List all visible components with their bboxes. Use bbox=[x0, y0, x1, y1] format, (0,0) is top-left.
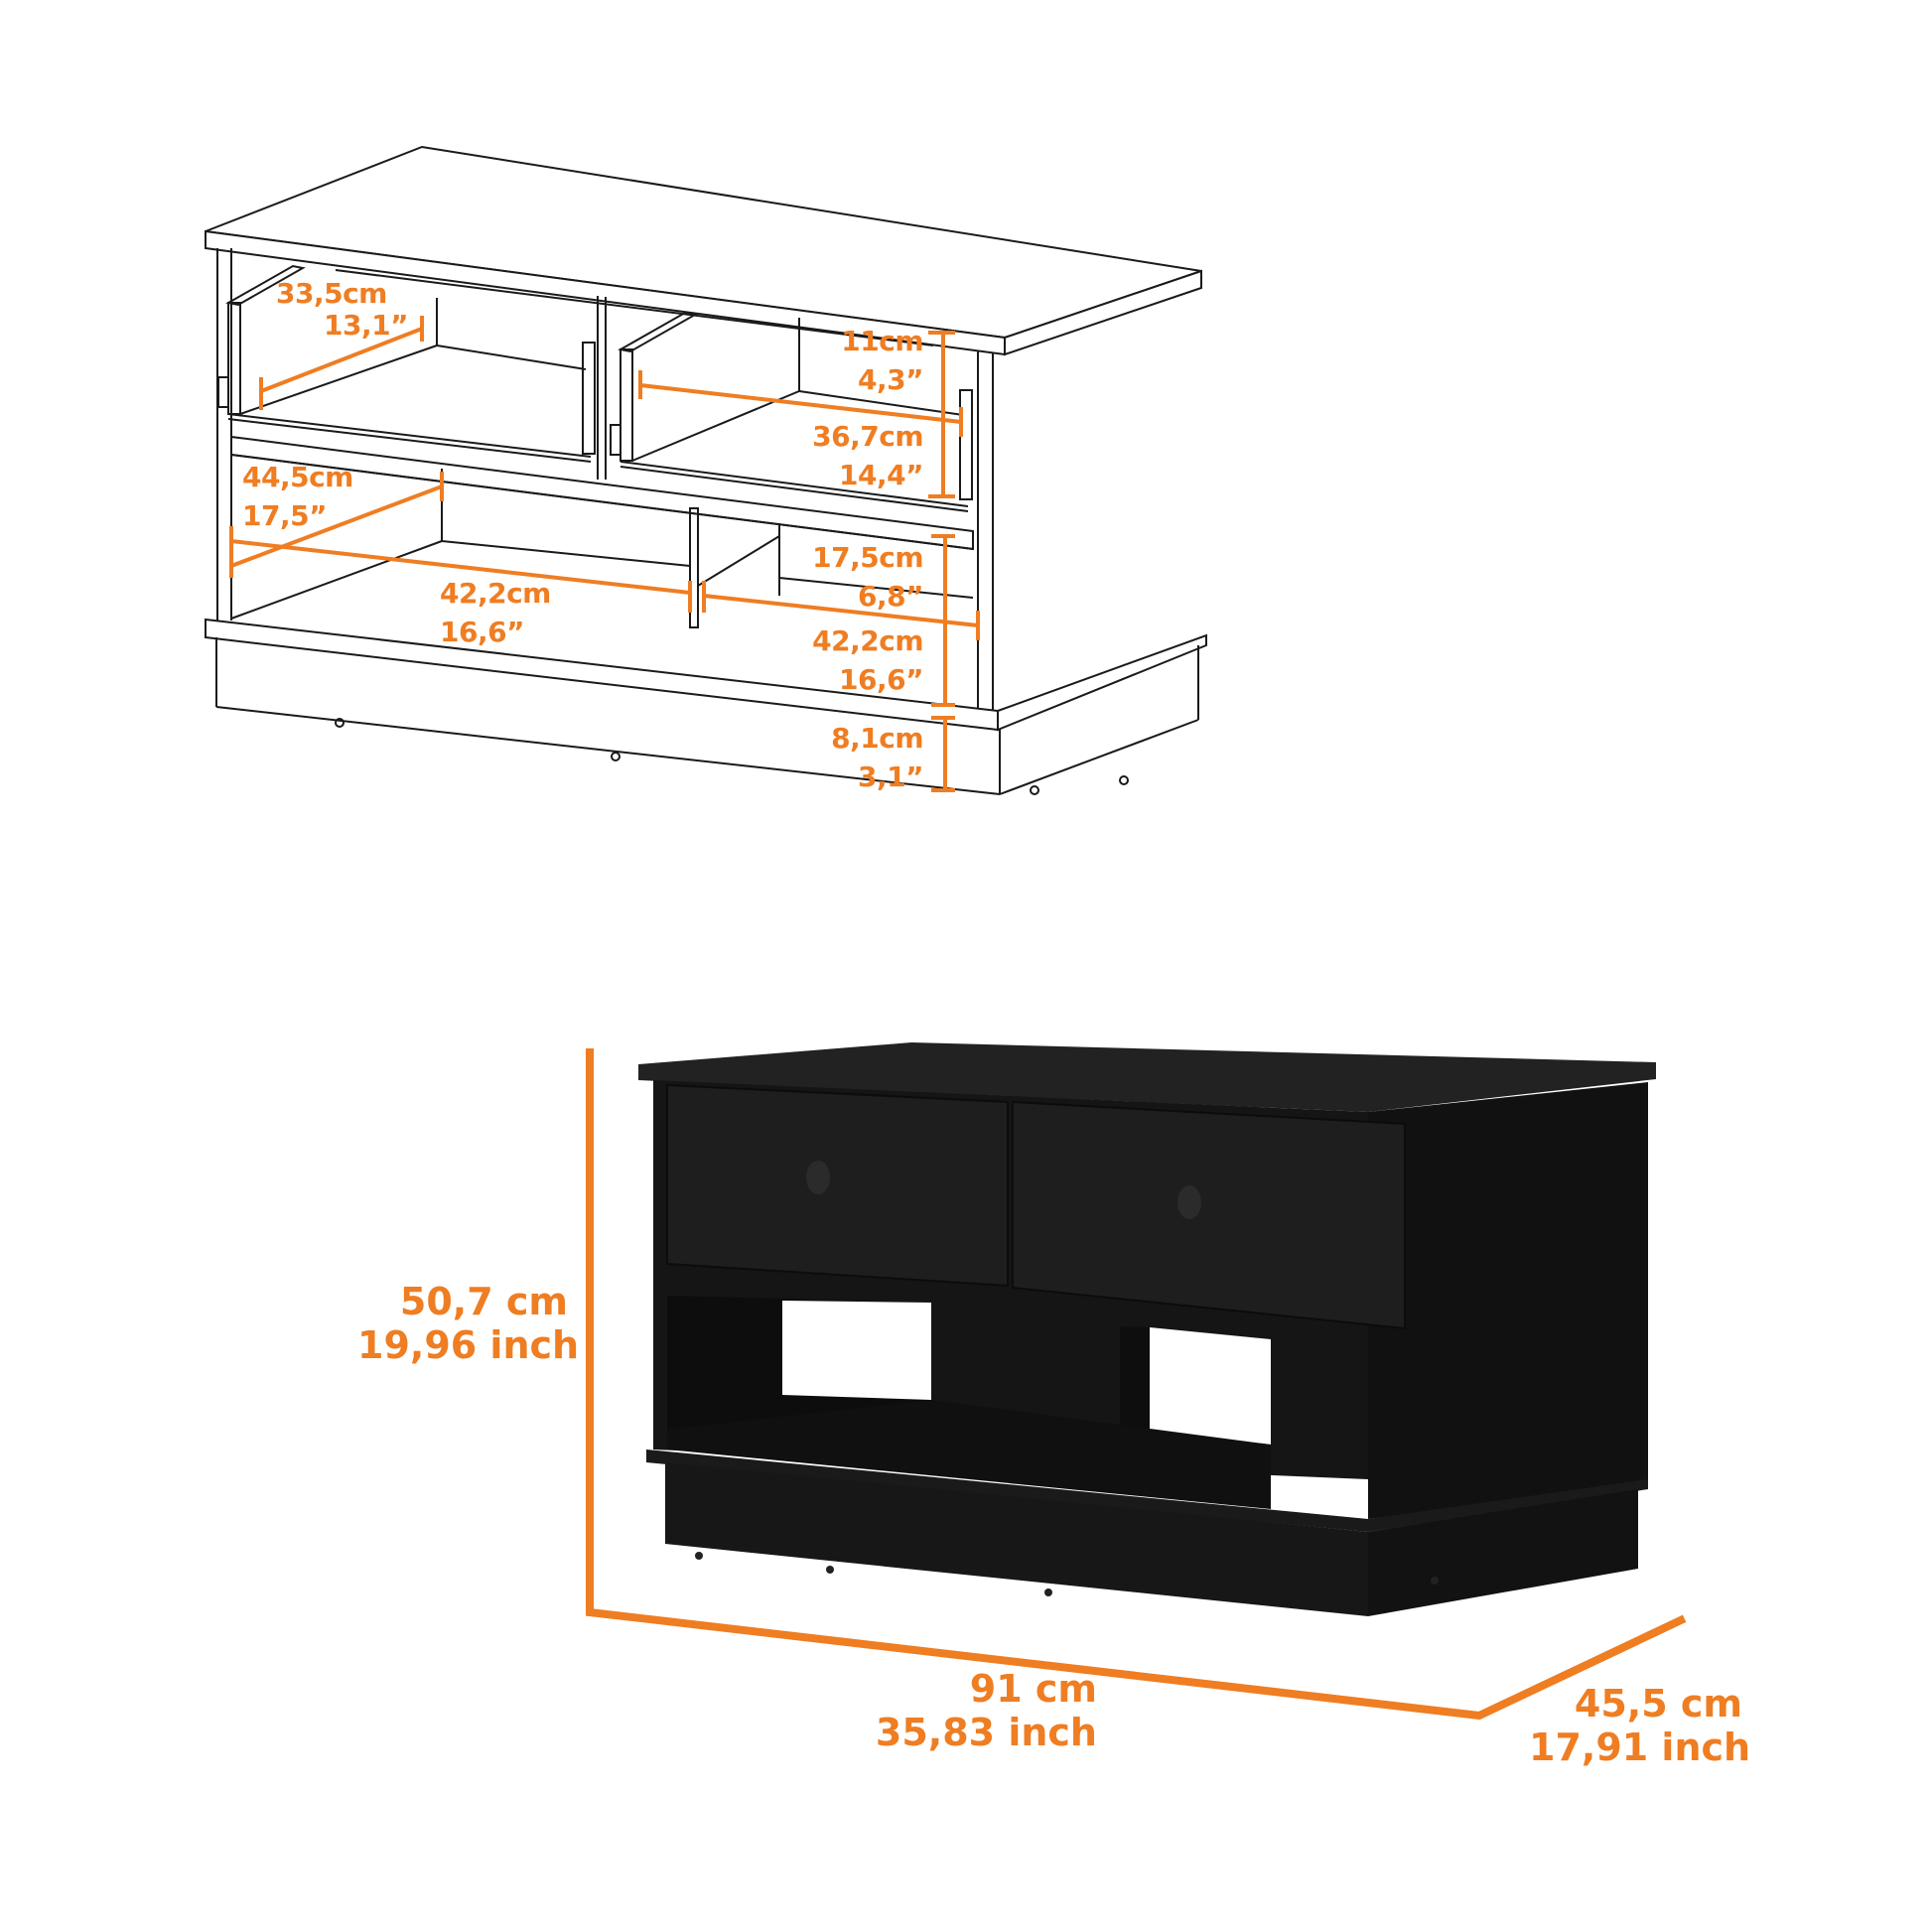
cabinet-outline bbox=[205, 145, 1207, 795]
total-width-label: 91 cm 35,83 inch bbox=[875, 1667, 1097, 1754]
drawer-right bbox=[1012, 1100, 1406, 1330]
drawer-height-label: 11cm 4,3” bbox=[841, 325, 923, 397]
drawer-left bbox=[666, 1083, 1009, 1288]
total-height-label: 50,7 cm 19,96 inch bbox=[357, 1280, 580, 1367]
total-depth-label: 45,5 cm 17,91 inch bbox=[1529, 1682, 1751, 1769]
shelf-height-label: 17,5cm 6,8” bbox=[812, 541, 923, 614]
dimension-lines-top bbox=[229, 316, 980, 792]
drawer-depth-label: 33,5cm 13,1” bbox=[276, 277, 409, 343]
knob-left bbox=[806, 1161, 830, 1194]
shelf-depth-label: 44,5cm 17,5” bbox=[242, 461, 353, 533]
dimension-lines-product bbox=[586, 1048, 1687, 1721]
right-shelf-width-label: 42,2cm 16,6” bbox=[812, 624, 923, 697]
base-height-label: 8,1cm 3,1” bbox=[831, 722, 923, 794]
drawer-width-label: 36,7cm 14,4” bbox=[812, 420, 923, 492]
knob-right bbox=[1177, 1185, 1201, 1219]
product-cabinet-render bbox=[638, 1042, 1656, 1616]
left-shelf-width-label: 42,2cm 16,6” bbox=[440, 577, 551, 649]
